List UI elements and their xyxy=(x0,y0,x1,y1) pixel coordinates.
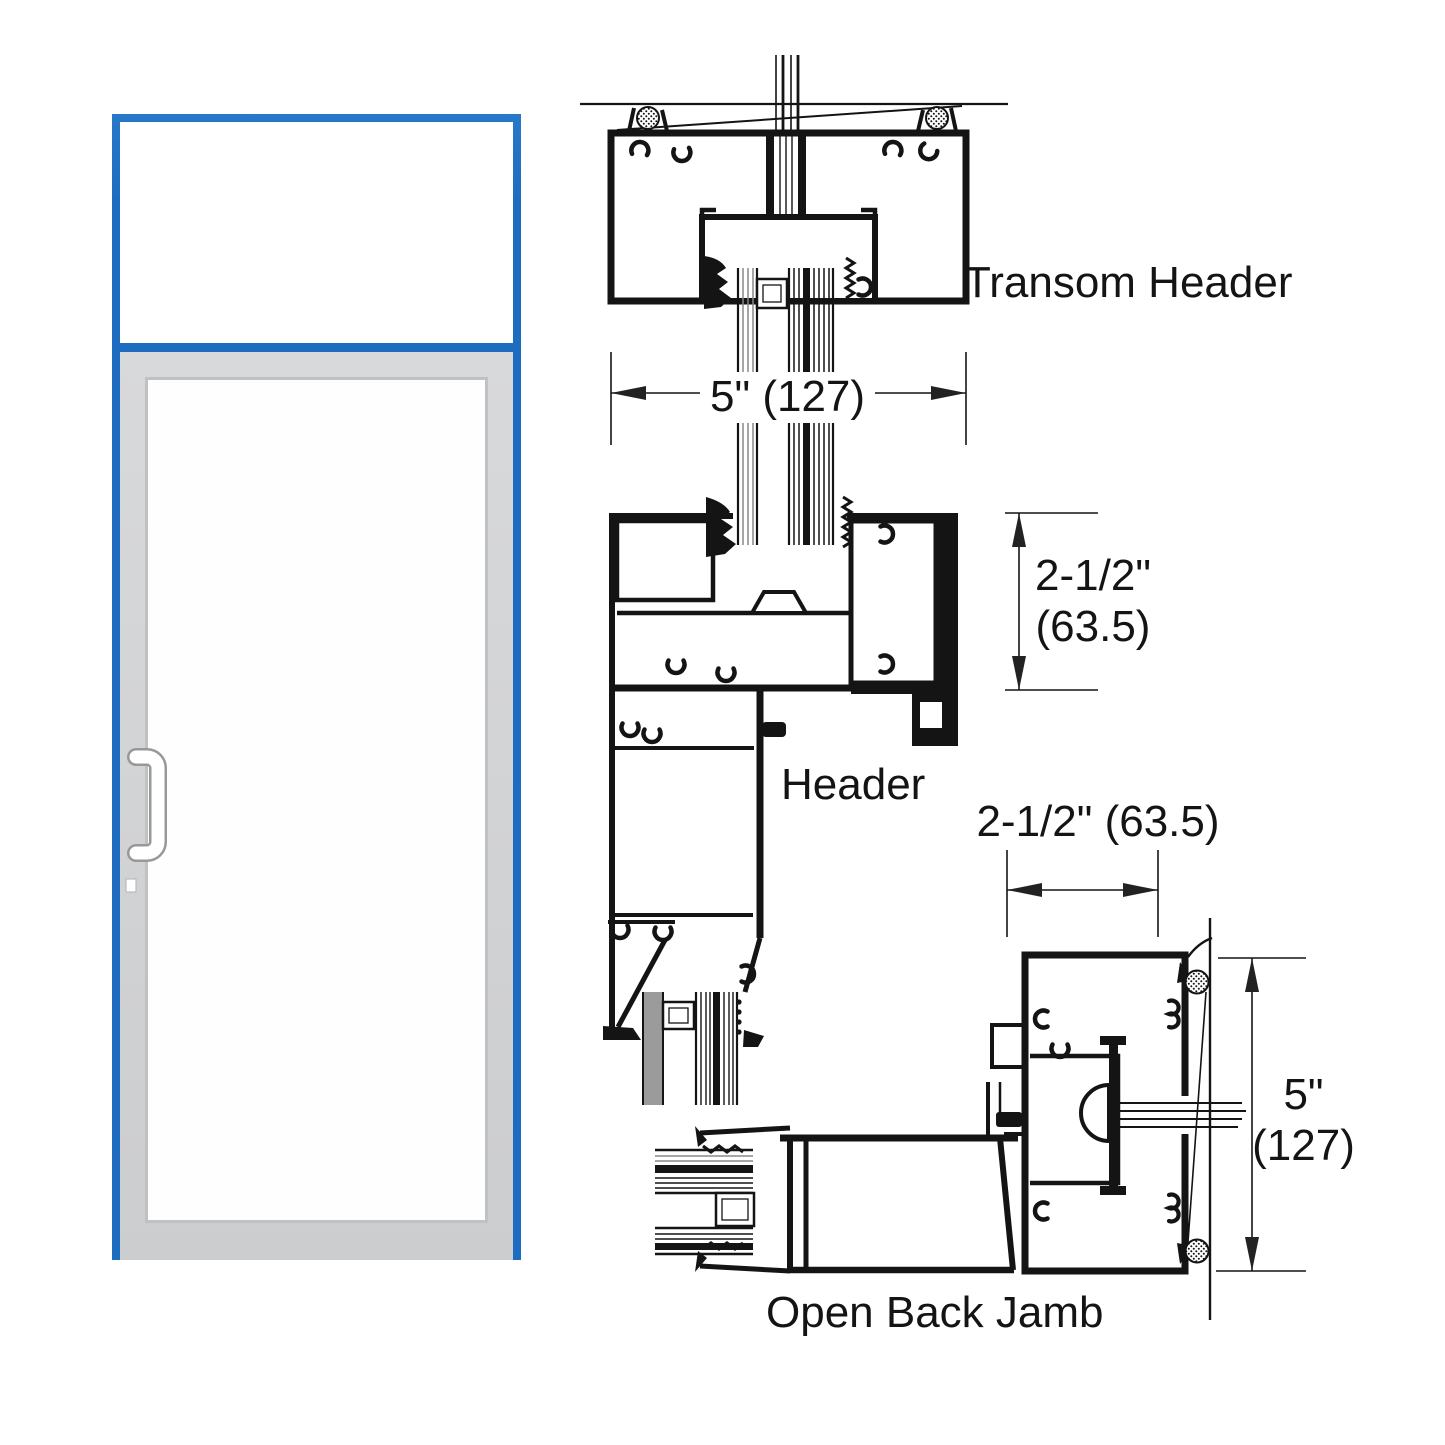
jamb-depth-mm: (127) xyxy=(1252,1120,1355,1170)
jamb-offset-dimension: 2-1/2" (63.5) xyxy=(976,797,1220,846)
header-depth-mm: (63.5) xyxy=(1035,601,1151,651)
header-label: Header xyxy=(781,760,926,809)
header-depth-inches: 2-1/2" xyxy=(1035,551,1151,600)
transom-header-label: Transom Header xyxy=(964,258,1293,307)
open-back-jamb-section xyxy=(655,918,1306,1320)
open-back-jamb-label: Open Back Jamb xyxy=(766,1288,1104,1337)
elevation-transom-panel xyxy=(120,122,513,343)
elevation-door-glass xyxy=(148,380,485,1220)
header-section xyxy=(603,495,1159,1105)
header-depth-dimension: 2-1/2" (63.5) xyxy=(1018,551,1168,652)
jamb-depth-dimension: 5" (127) xyxy=(1246,1070,1361,1171)
transom-header-section xyxy=(580,55,1008,545)
door-lock-dot xyxy=(125,878,137,893)
transom-width-dimension: 5" (127) xyxy=(700,372,876,423)
door-handle-icon xyxy=(127,748,167,862)
jamb-depth-inches: 5" xyxy=(1283,1070,1324,1119)
